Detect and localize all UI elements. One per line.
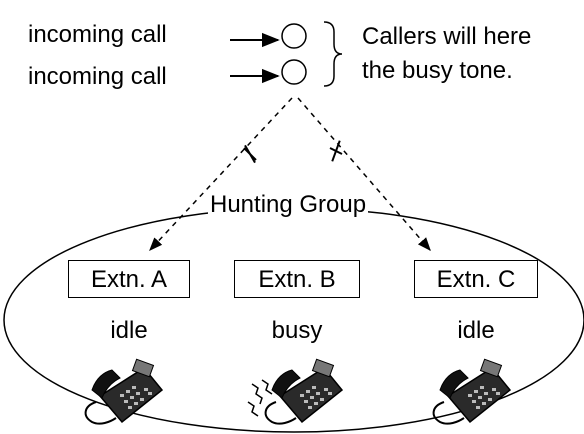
extension-state-c: idle [457,317,495,344]
extension-state-a: idle [110,317,148,344]
busy-tone-note-line-1: Callers will here [362,23,532,50]
extension-state-b: busy [271,317,323,344]
phone-icon-b [264,358,343,425]
phone-icon-a [84,358,163,425]
blocked-cross-left [243,144,257,164]
busy-tone-note-line-2: the busy tone. [362,57,513,84]
route-line-to-c [297,97,431,252]
incoming-call-label-1: incoming call [28,21,167,48]
call-circle-1 [281,23,307,49]
call-circle-2 [281,59,307,85]
brace [323,21,343,87]
incoming-call-label-2: incoming call [28,63,167,90]
extension-box-c: Extn. C [414,260,538,298]
hunting-group-label: Hunting Group [208,191,369,218]
extension-box-b: Extn. B [234,260,360,298]
ringing-icon [247,379,273,417]
blocked-cross-right [329,140,343,162]
phone-icon-c [432,358,511,425]
route-line-to-a [149,97,293,251]
extension-box-a: Extn. A [68,260,190,298]
